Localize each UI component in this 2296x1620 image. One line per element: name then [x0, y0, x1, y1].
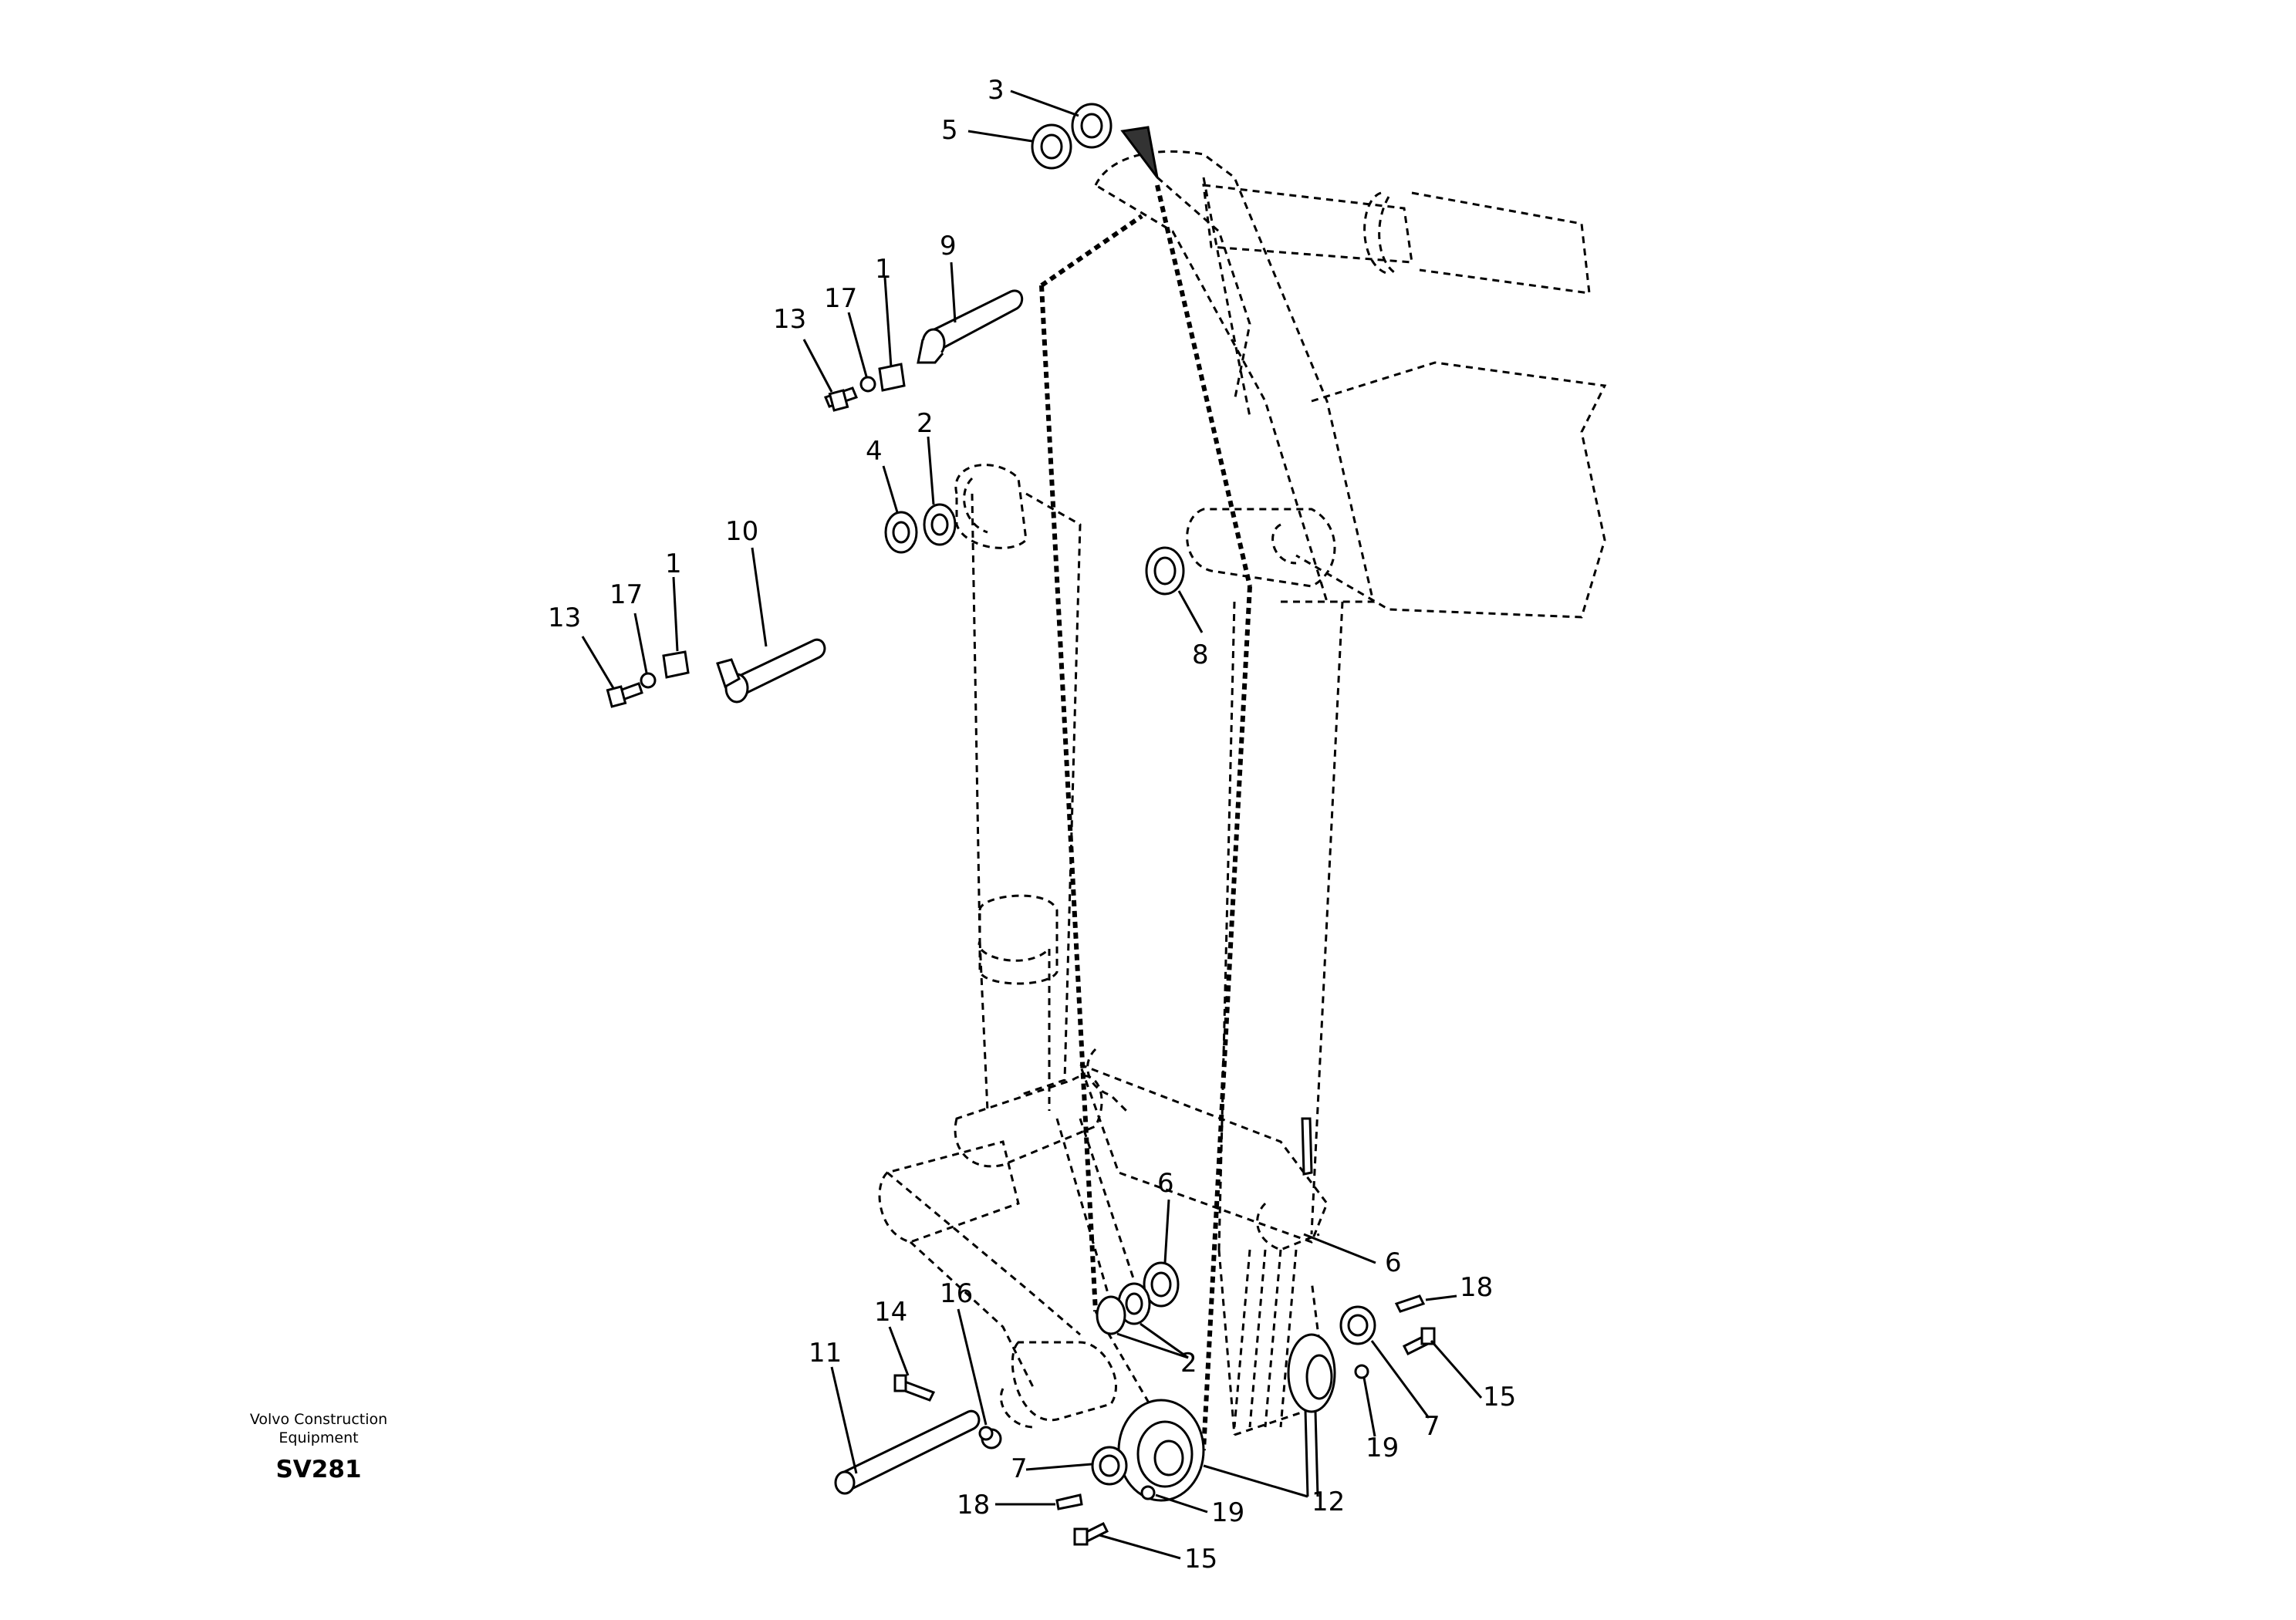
diagram-code: SV281: [275, 1456, 361, 1483]
callout-15: 15: [1483, 1382, 1516, 1412]
callout-8: 8: [1192, 640, 1209, 670]
callout-9: 9: [940, 231, 957, 262]
machine-outline: [878, 150, 1607, 1451]
branding: Volvo Construction Equipment SV281: [250, 1411, 387, 1483]
callout-19: 19: [1211, 1497, 1244, 1528]
leader-lines: [581, 89, 1483, 1560]
parts: [606, 103, 1436, 1546]
brand-line-2: Equipment: [279, 1429, 358, 1446]
callout-17: 17: [609, 579, 643, 610]
callout-10: 10: [725, 516, 758, 547]
callout-12: 12: [1312, 1487, 1345, 1517]
callout-13: 13: [773, 304, 806, 335]
callout-4: 4: [866, 436, 883, 467]
callout-1: 1: [665, 548, 682, 579]
callout-15: 15: [1184, 1544, 1217, 1574]
callout-labels: 3 5 9 13 17 1 4 2 10 13 17 1 8 6 6 2 18 …: [548, 75, 1516, 1574]
callout-17: 17: [824, 283, 857, 314]
callout-14: 14: [874, 1297, 907, 1328]
callout-18: 18: [1460, 1272, 1493, 1303]
callout-2: 2: [917, 408, 934, 439]
callout-6: 6: [1385, 1247, 1402, 1278]
callout-13: 13: [548, 602, 581, 633]
callout-5: 5: [941, 115, 958, 146]
callout-11: 11: [809, 1338, 842, 1369]
callout-7: 7: [1011, 1453, 1028, 1484]
callout-7: 7: [1423, 1411, 1440, 1442]
callout-1: 1: [875, 254, 892, 285]
callout-2: 2: [1180, 1348, 1197, 1379]
callout-19: 19: [1366, 1433, 1399, 1463]
callout-6: 6: [1157, 1168, 1174, 1199]
callout-16: 16: [940, 1278, 973, 1309]
brand-line-1: Volvo Construction: [250, 1411, 387, 1428]
callout-18: 18: [957, 1490, 990, 1520]
callout-3: 3: [988, 75, 1004, 106]
